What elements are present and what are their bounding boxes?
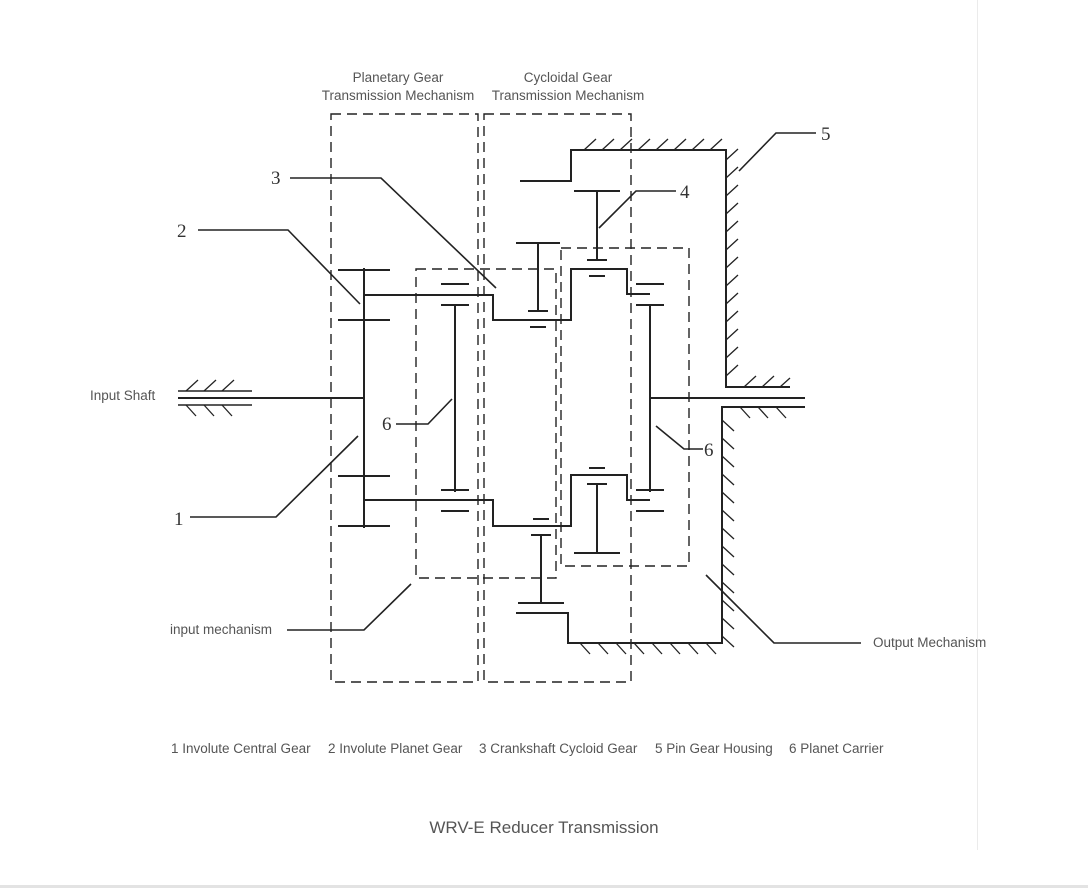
- leader-line-input-mechanism: [287, 583, 412, 631]
- planet-carrier-left: [441, 283, 469, 512]
- right-border-line: [977, 0, 978, 850]
- part-number-1: 1: [174, 509, 184, 530]
- part-number-5: 5: [821, 124, 831, 145]
- cycloidal-label-line2: Transmission Mechanism: [492, 88, 645, 103]
- planet-carrier-boundary-right: [560, 247, 690, 567]
- leader-line-1: [190, 435, 359, 518]
- legend-item-1: 1 Involute Central Gear: [171, 741, 311, 756]
- part-number-6-left: 6: [382, 414, 392, 435]
- part-number-3: 3: [271, 168, 281, 189]
- cycloid-gear-lower-a: [574, 467, 620, 554]
- legend-item-5: 5 Pin Gear Housing: [655, 741, 773, 756]
- crankshaft-upper: [364, 268, 650, 321]
- planet-carrier-boundary-left: [415, 268, 557, 579]
- part-number-4: 4: [680, 182, 690, 203]
- cycloid-gear-upper-b: [574, 190, 620, 277]
- crankshaft-lower: [364, 474, 650, 527]
- leader-line-6-left: [396, 398, 453, 425]
- leader-line-6-right: [655, 425, 703, 450]
- cycloid-gear-lower-b: [518, 518, 564, 604]
- leader-line-output-mechanism: [705, 574, 861, 644]
- input-mechanism-label: input mechanism: [170, 622, 272, 637]
- legend-item-6: 6 Planet Carrier: [789, 741, 884, 756]
- pin-gear-housing: [516, 138, 805, 655]
- cycloidal-boundary-box: [483, 113, 632, 683]
- planetary-label-line2: Transmission Mechanism: [322, 88, 475, 103]
- planetary-label-line1: Planetary Gear: [353, 70, 444, 85]
- output-mechanism-label: Output Mechanism: [873, 635, 986, 650]
- cycloid-gear-upper-a: [516, 242, 560, 328]
- input-shaft-label: Input Shaft: [90, 388, 156, 403]
- part-number-2: 2: [177, 221, 187, 242]
- leader-line-5: [738, 132, 816, 172]
- cycloidal-label-line1: Cycloidal Gear: [524, 70, 613, 85]
- bottom-border-line: [0, 885, 1088, 888]
- part-number-6-right: 6: [704, 440, 714, 461]
- leader-line-3: [290, 177, 497, 289]
- leader-line-4: [598, 190, 676, 229]
- legend-item-2: 2 Involute Planet Gear: [328, 741, 463, 756]
- input-shaft: [178, 379, 364, 417]
- legend-item-3: 3 Crankshaft Cycloid Gear: [479, 741, 638, 756]
- central-gear: [338, 268, 390, 528]
- figure-caption: WRV-E Reducer Transmission: [429, 818, 659, 837]
- leader-line-2: [198, 229, 361, 305]
